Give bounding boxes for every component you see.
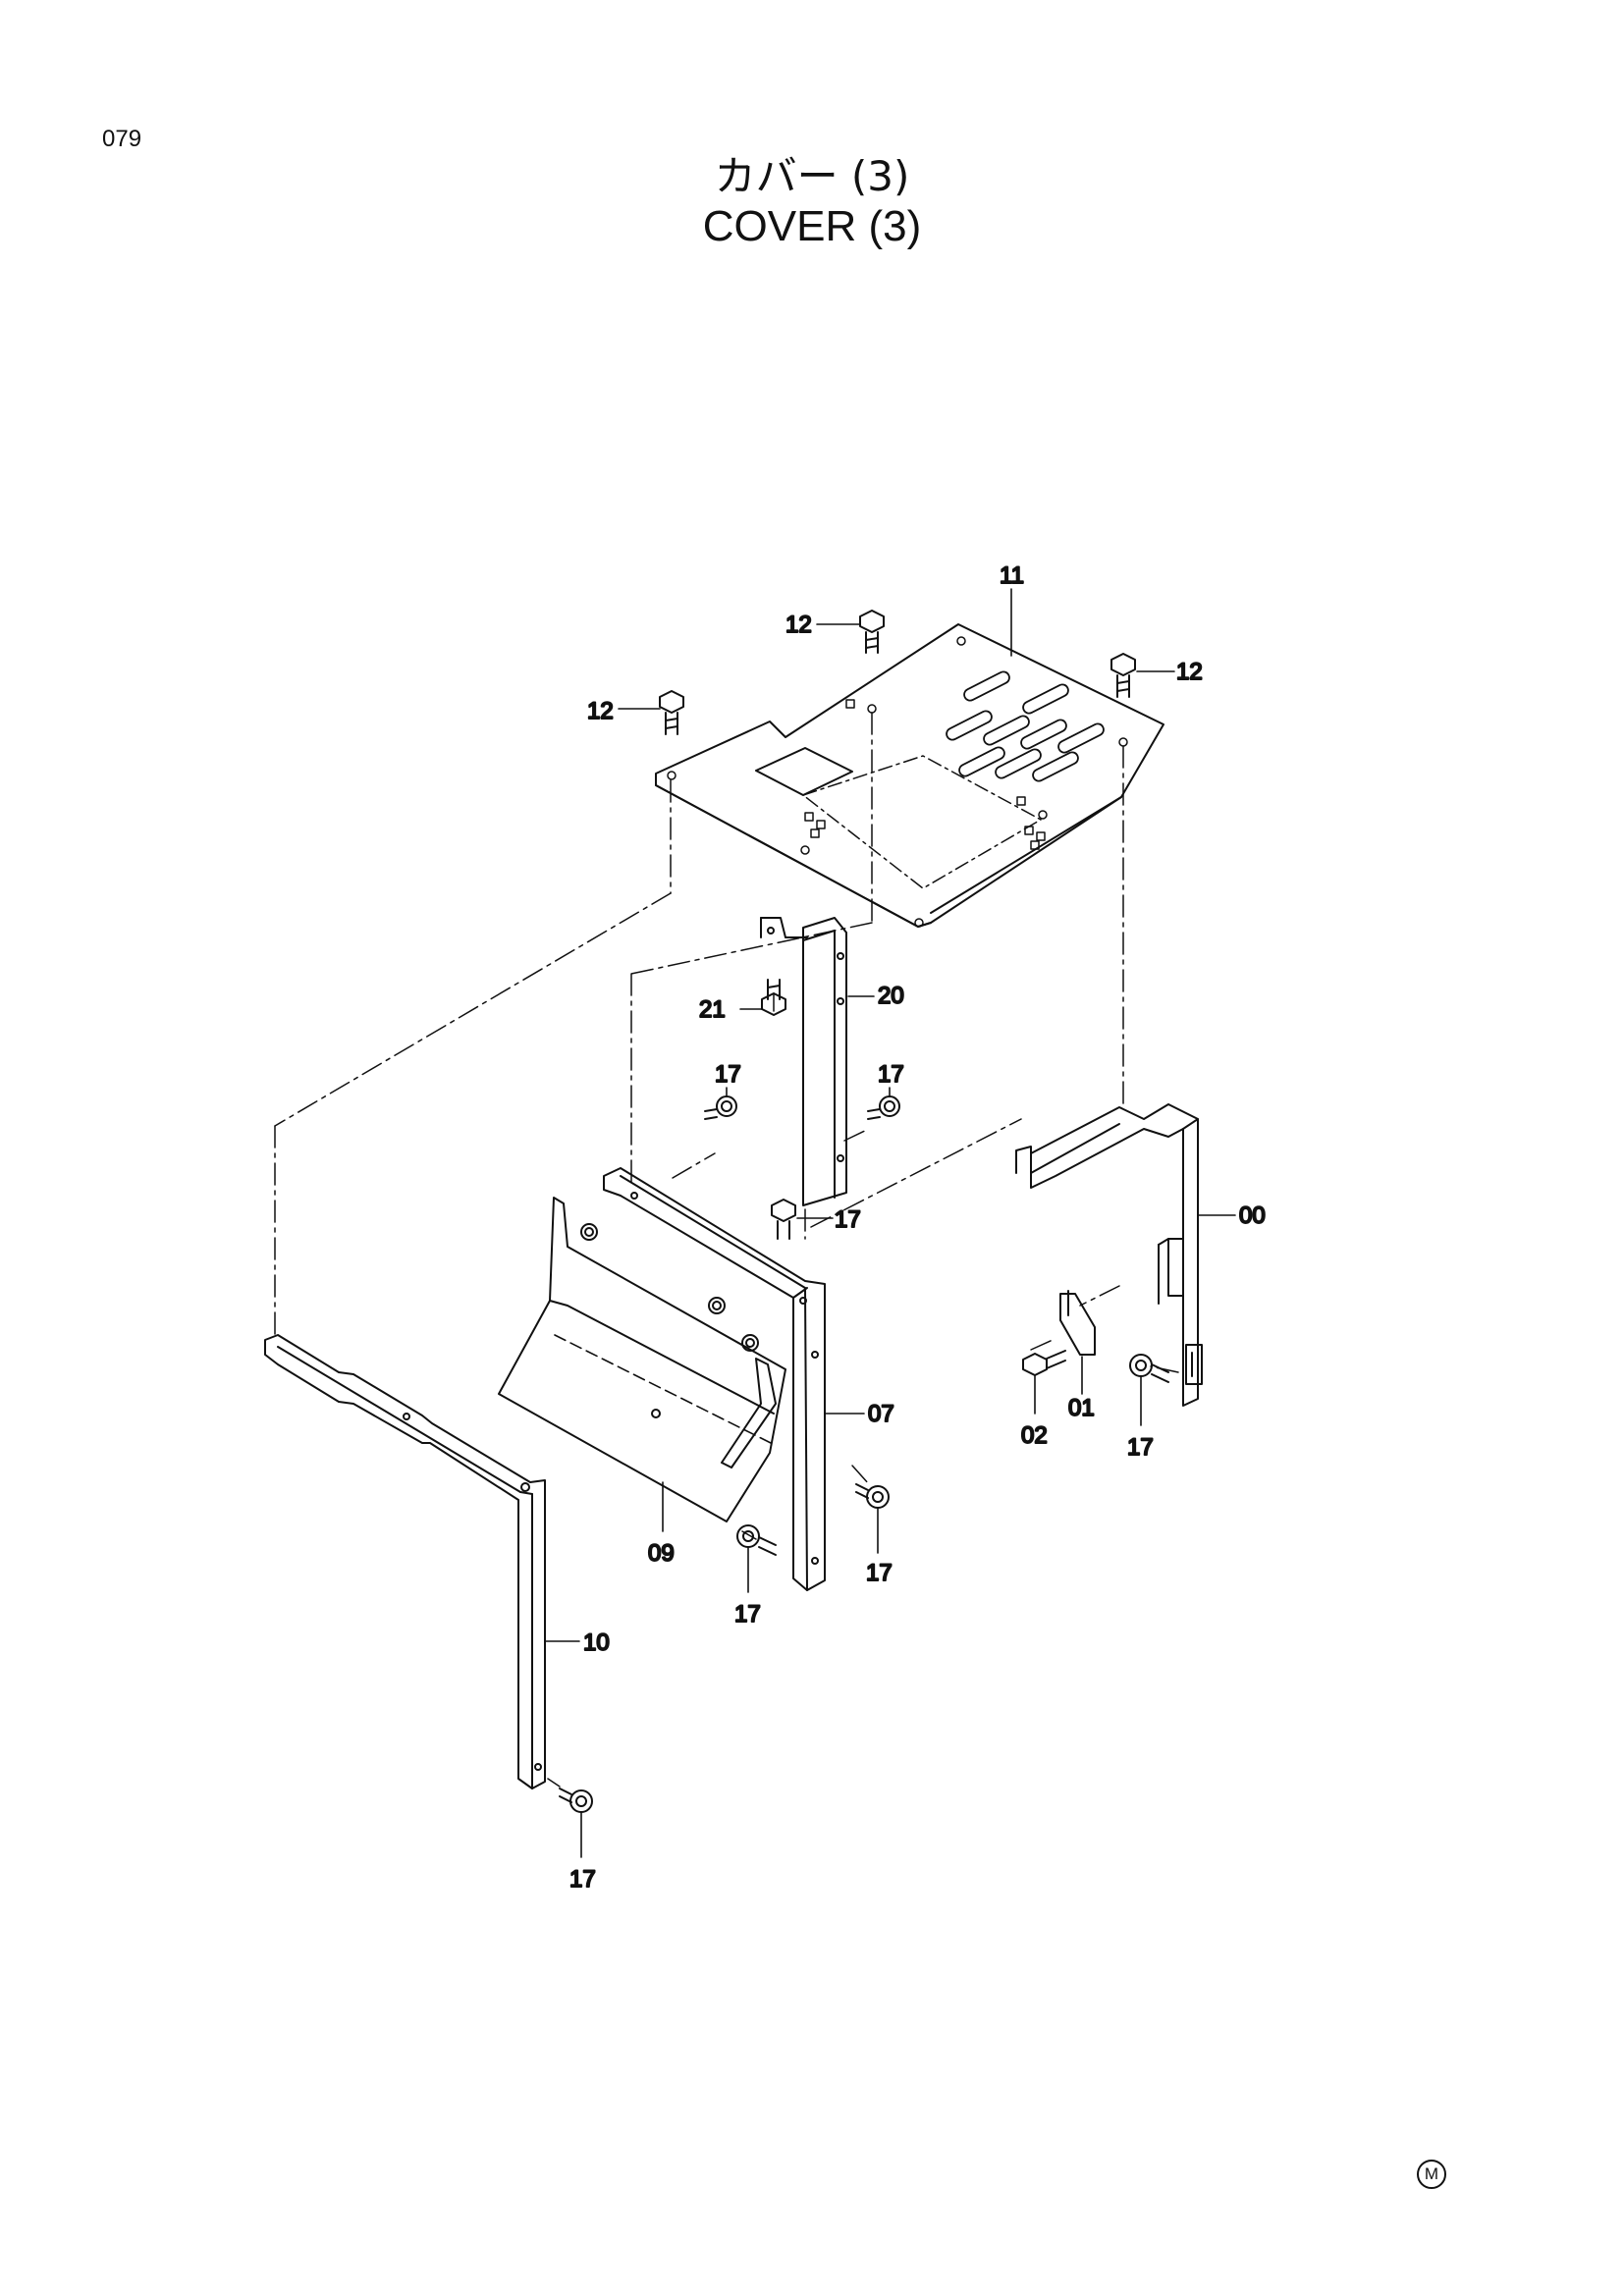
callout-07: 07 xyxy=(868,1401,894,1427)
bolt-17-d xyxy=(1129,1354,1169,1383)
bolt-17-b xyxy=(867,1095,900,1120)
callout-10: 10 xyxy=(583,1629,610,1656)
part-10-left-frame xyxy=(264,1334,546,1789)
callout-17-g: 17 xyxy=(569,1866,596,1893)
part-20-bracket xyxy=(760,917,847,1206)
assembly-guide-lines xyxy=(274,712,1179,1788)
part-00-right-frame xyxy=(1015,1103,1203,1407)
bolt-12-right xyxy=(1110,653,1136,698)
bolt-17-a xyxy=(704,1095,737,1120)
page-number: 079 xyxy=(102,126,142,152)
callout-17-a: 17 xyxy=(715,1061,741,1088)
callout-17-f: 17 xyxy=(734,1601,761,1628)
bolt-17-e xyxy=(855,1483,890,1509)
callout-20: 20 xyxy=(878,983,904,1009)
callout-02: 02 xyxy=(1021,1422,1048,1449)
callout-11: 11 xyxy=(1000,562,1024,589)
callout-12-center: 12 xyxy=(785,612,812,638)
callout-09: 09 xyxy=(648,1540,675,1567)
bolt-12-center xyxy=(859,610,885,654)
title-english: COVER (3) xyxy=(702,202,922,250)
callout-12-left: 12 xyxy=(587,698,614,724)
bolt-17-g xyxy=(559,1788,593,1813)
callout-17-d: 17 xyxy=(1127,1434,1154,1461)
callout-01: 01 xyxy=(1068,1395,1095,1421)
manufacturer-mark: M xyxy=(1417,2160,1446,2189)
bolt-12-left xyxy=(659,690,684,735)
bolt-02 xyxy=(1022,1350,1066,1376)
callout-12-right: 12 xyxy=(1176,659,1203,685)
callout-17-b: 17 xyxy=(878,1061,904,1088)
callout-17-c: 17 xyxy=(835,1206,861,1233)
bolt-17-f xyxy=(736,1524,777,1556)
leader-lines xyxy=(544,588,1236,1858)
callout-00: 00 xyxy=(1239,1202,1266,1229)
title-japanese: カバー (3) xyxy=(714,152,910,200)
part-09-flap xyxy=(498,1197,786,1522)
callout-21: 21 xyxy=(699,996,726,1023)
part-07-front-frame xyxy=(603,1167,826,1591)
bolt-17-c xyxy=(771,1199,796,1240)
part-01-small-bracket xyxy=(1059,1290,1096,1356)
callout-17-e: 17 xyxy=(866,1560,893,1586)
part-11-top-cover xyxy=(655,623,1164,928)
